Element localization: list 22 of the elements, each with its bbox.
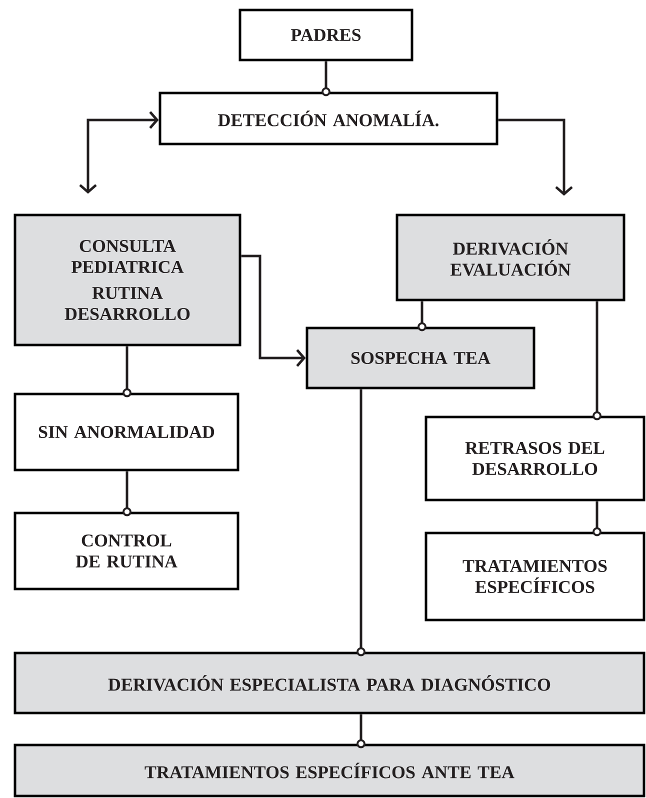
process-box: SIN ANORMALIDAD — [14, 392, 240, 472]
connector — [79, 111, 159, 194]
process-box: TRATAMIENTOS ESPECÍFICOS — [424, 532, 646, 622]
connector — [592, 301, 602, 420]
connector — [322, 61, 330, 96]
connector — [418, 301, 426, 332]
process-box: TRATAMIENTOS ESPECÍFICOS ANTE TEA — [14, 744, 646, 798]
connector — [356, 389, 366, 656]
process-box: DERIVACIÓN ESPECIALISTA PARA DIAGNÓSTICO — [14, 652, 646, 714]
process-box: PADRES — [238, 8, 414, 62]
connector — [122, 346, 132, 398]
process-box: SOSPECHA TEA — [306, 326, 536, 390]
connector — [122, 471, 132, 516]
process-box: RETRASOS DEL DESARROLLO — [424, 416, 646, 502]
process-box: CONTROL DE RUTINA — [14, 512, 240, 590]
connector — [592, 501, 602, 536]
process-box: CONSULTA PEDIATRICA RUTINA DESARROLLO — [14, 214, 242, 346]
process-box: DETECCIÓN ANOMALÍA. — [158, 92, 498, 146]
process-box: DERIVACIÓN EVALUACIÓN — [396, 214, 626, 302]
connector — [356, 714, 366, 748]
connector — [241, 254, 306, 367]
connector — [498, 118, 573, 196]
